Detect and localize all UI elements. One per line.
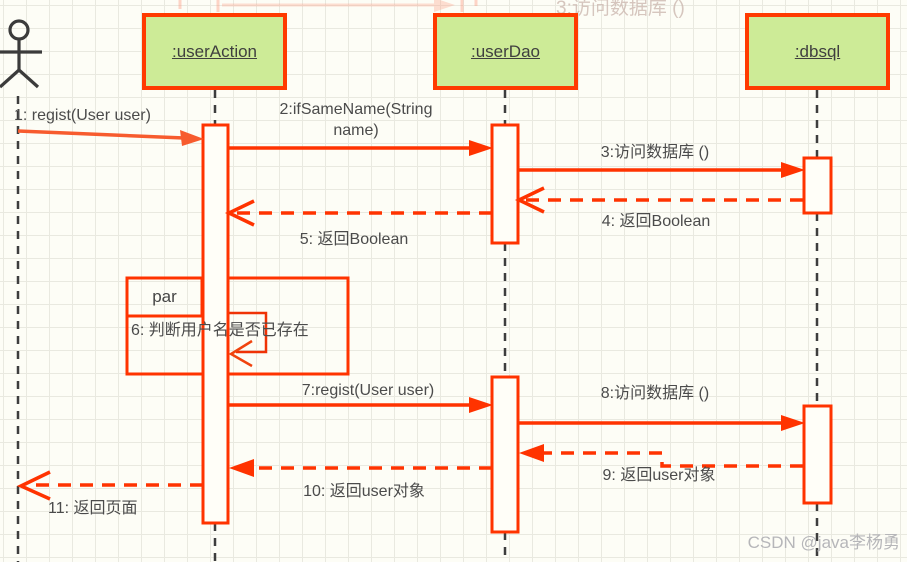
message-9-arrowhead-icon (519, 444, 544, 462)
message-6-arrowhead-icon (228, 339, 253, 368)
lifeline-head-useraction: :userAction (142, 13, 287, 90)
lifeline-head-userdao: :userDao (433, 13, 578, 90)
par-fragment-frame (125, 276, 350, 376)
message-10-arrow (229, 459, 492, 477)
message-1-arrow (17, 129, 204, 146)
message-8-label: 8:访问数据库 () (600, 385, 710, 402)
message-9-label: 9: 返回user对象 (602, 467, 716, 484)
message-9-arrow (519, 444, 803, 468)
actor-icon (0, 19, 42, 89)
message-1-label: 1: regist(User user) (14, 107, 151, 124)
activation-dbsql-2 (802, 404, 833, 505)
activation-userdao-2 (490, 375, 520, 534)
message-3-arrow (519, 162, 805, 178)
ghost-cutoff-band (178, 0, 478, 12)
activation-useraction (201, 123, 230, 525)
message-3-label: 3:访问数据库 () (600, 144, 710, 161)
lifeline-label-dbsql: :dbsql (794, 41, 841, 61)
message-7-arrowhead-icon (469, 397, 493, 413)
ghost-cutoff-text: 3:访问数据库 () (556, 0, 685, 19)
message-10-label: 10: 返回user对象 (303, 483, 425, 500)
message-1-arrowhead-icon (180, 130, 204, 146)
lifeline-label-useraction: :userAction (171, 41, 258, 61)
watermark: CSDN @java李杨勇 (747, 533, 900, 552)
message-11-label: 11: 返回页面 (48, 500, 138, 517)
message-2-label: 2:ifSameName(String name) (279, 101, 433, 139)
activation-dbsql-1 (802, 156, 833, 215)
message-6-label: 6: 判断用户名是否已存在 (131, 322, 309, 339)
ghost-arrowhead-icon (434, 0, 455, 12)
message-8-arrow (519, 415, 805, 431)
message-5-label: 5: 返回Boolean (299, 231, 409, 248)
par-operator-label: par (152, 287, 177, 306)
lifeline-head-dbsql: :dbsql (745, 13, 890, 90)
message-10-arrowhead-icon (229, 459, 254, 477)
message-2-arrowhead-icon (469, 140, 493, 156)
message-4-arrowhead-icon (514, 186, 545, 214)
lifelines (16, 90, 819, 562)
message-7-label: 7:regist(User user) (301, 382, 435, 399)
lifeline-label-userdao: :userDao (471, 41, 540, 61)
message-7-arrow (228, 397, 493, 413)
message-4-label: 4: 返回Boolean (601, 213, 711, 230)
message-8-arrowhead-icon (781, 415, 805, 431)
message-11-arrow (16, 470, 203, 501)
activation-bars (201, 123, 833, 534)
message-3-arrowhead-icon (781, 162, 805, 178)
message-2-arrow (228, 140, 493, 156)
activation-userdao-1 (490, 123, 520, 245)
message-6-self-loop (228, 311, 268, 368)
message-5-arrowhead-icon (224, 199, 255, 227)
message-5-arrow (224, 199, 492, 227)
message-4-arrow (514, 186, 803, 214)
message-11-arrowhead-icon (16, 470, 51, 501)
